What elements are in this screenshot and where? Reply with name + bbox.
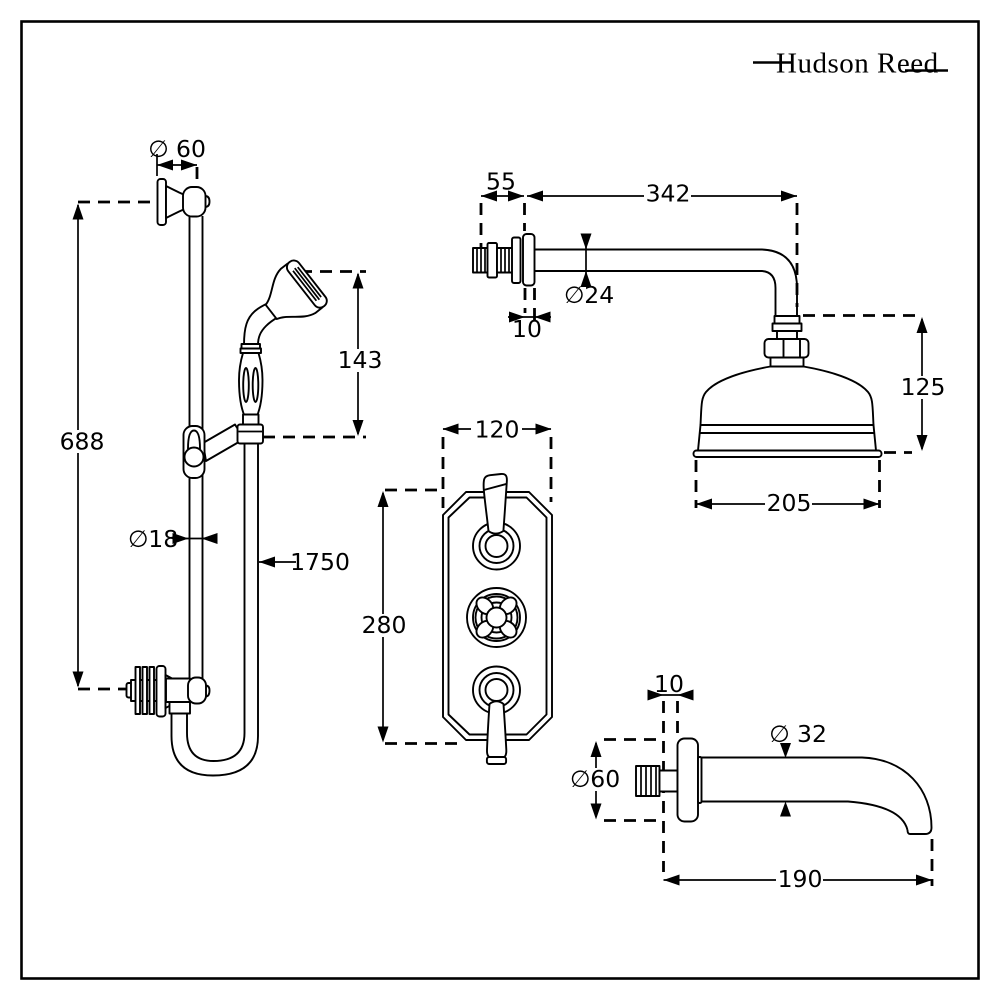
dim-arm-diameter: ∅24 xyxy=(564,233,614,309)
arm-tube xyxy=(534,248,798,316)
flange-diameter-label: ∅60 xyxy=(570,765,620,793)
dim-plate-width: 120 xyxy=(441,416,553,508)
shower-arm-view: 55 342 xyxy=(472,168,799,343)
dim-spout-diameter: ∅ 32 xyxy=(769,720,827,817)
handset-waist xyxy=(242,413,260,426)
concealed-valve-view: 120 280 xyxy=(361,416,553,765)
dim-flange-diameter: ∅60 xyxy=(570,738,662,822)
arm-plate-thickness-label: 10 xyxy=(512,315,542,343)
head-diameter-label: 205 xyxy=(767,489,812,517)
bracket-body xyxy=(165,677,191,703)
plate-width-label: 120 xyxy=(475,416,520,444)
spout-plate-thickness-label: 10 xyxy=(654,670,684,698)
dim-plate-height: 280 xyxy=(361,488,462,745)
brand-logo-text: Hudson Reed xyxy=(776,48,939,80)
plate-height-label: 280 xyxy=(362,611,407,639)
bracket-flange xyxy=(155,665,167,718)
shower-head-view: 125 205 xyxy=(692,314,946,517)
dim-hose-length: 1750 xyxy=(259,548,350,576)
spout-projection-label: 190 xyxy=(778,865,823,893)
head-connector-nut xyxy=(763,315,810,368)
slide-rail-kit-view: ∅ 60 688 xyxy=(59,135,383,777)
bracket-hose-elbow xyxy=(168,701,191,715)
spout-wall-flange xyxy=(635,737,703,823)
shower-hose xyxy=(170,443,259,777)
handset xyxy=(236,259,328,445)
handset-hose-nut xyxy=(236,423,264,445)
rail-height-label: 688 xyxy=(60,428,105,456)
dim-bracket-diameter: ∅ 60 xyxy=(148,135,206,187)
bracket-thread-fin xyxy=(134,666,141,715)
hose-length-label: 1750 xyxy=(290,548,350,576)
head-height-label: 125 xyxy=(901,373,946,401)
bath-spout-view: 10 ∅60 xyxy=(570,670,934,893)
arm-wall-plate xyxy=(522,233,536,287)
bracket-thread-fin xyxy=(148,666,155,715)
rail-diameter-label: ∅18 xyxy=(128,525,178,553)
handset-length-label: 143 xyxy=(338,346,383,374)
dim-spout-projection: 190 xyxy=(663,839,934,893)
dim-arm-projection: 342 xyxy=(527,180,799,307)
valve-bottom-lever xyxy=(472,665,521,765)
arm-wall-fitting xyxy=(472,233,536,287)
dim-rail-height: 688 xyxy=(59,200,158,691)
bottom-wall-bracket xyxy=(125,665,211,718)
wall-stem-label: 55 xyxy=(486,168,516,196)
arm-projection-label: 342 xyxy=(646,180,691,208)
dim-handset-length: 143 xyxy=(263,270,383,439)
bracket-thread-fin xyxy=(141,666,148,715)
spout-tube xyxy=(701,756,933,835)
arm-diameter-label: ∅24 xyxy=(564,281,614,309)
top-wall-bracket xyxy=(156,178,211,226)
valve-crosshead xyxy=(466,587,527,648)
slider-clamp xyxy=(182,423,245,479)
dim-arm-plate-thickness: 10 xyxy=(508,288,551,343)
bracket-diameter-label: ∅ 60 xyxy=(148,135,206,163)
head-bell xyxy=(692,365,883,458)
head-bottom-lip xyxy=(692,449,883,458)
brand-logo: Hudson Reed xyxy=(753,48,948,80)
valve-top-lever xyxy=(472,473,521,571)
dim-head-diameter: 205 xyxy=(694,460,881,517)
dim-wall-stem: 55 xyxy=(479,168,526,247)
dim-head-height: 125 xyxy=(803,314,946,454)
dim-rail-diameter: ∅18 xyxy=(128,525,218,553)
bracket-cap xyxy=(187,676,207,705)
spout-diameter-label: ∅ 32 xyxy=(769,720,827,748)
handset-head xyxy=(264,259,328,320)
